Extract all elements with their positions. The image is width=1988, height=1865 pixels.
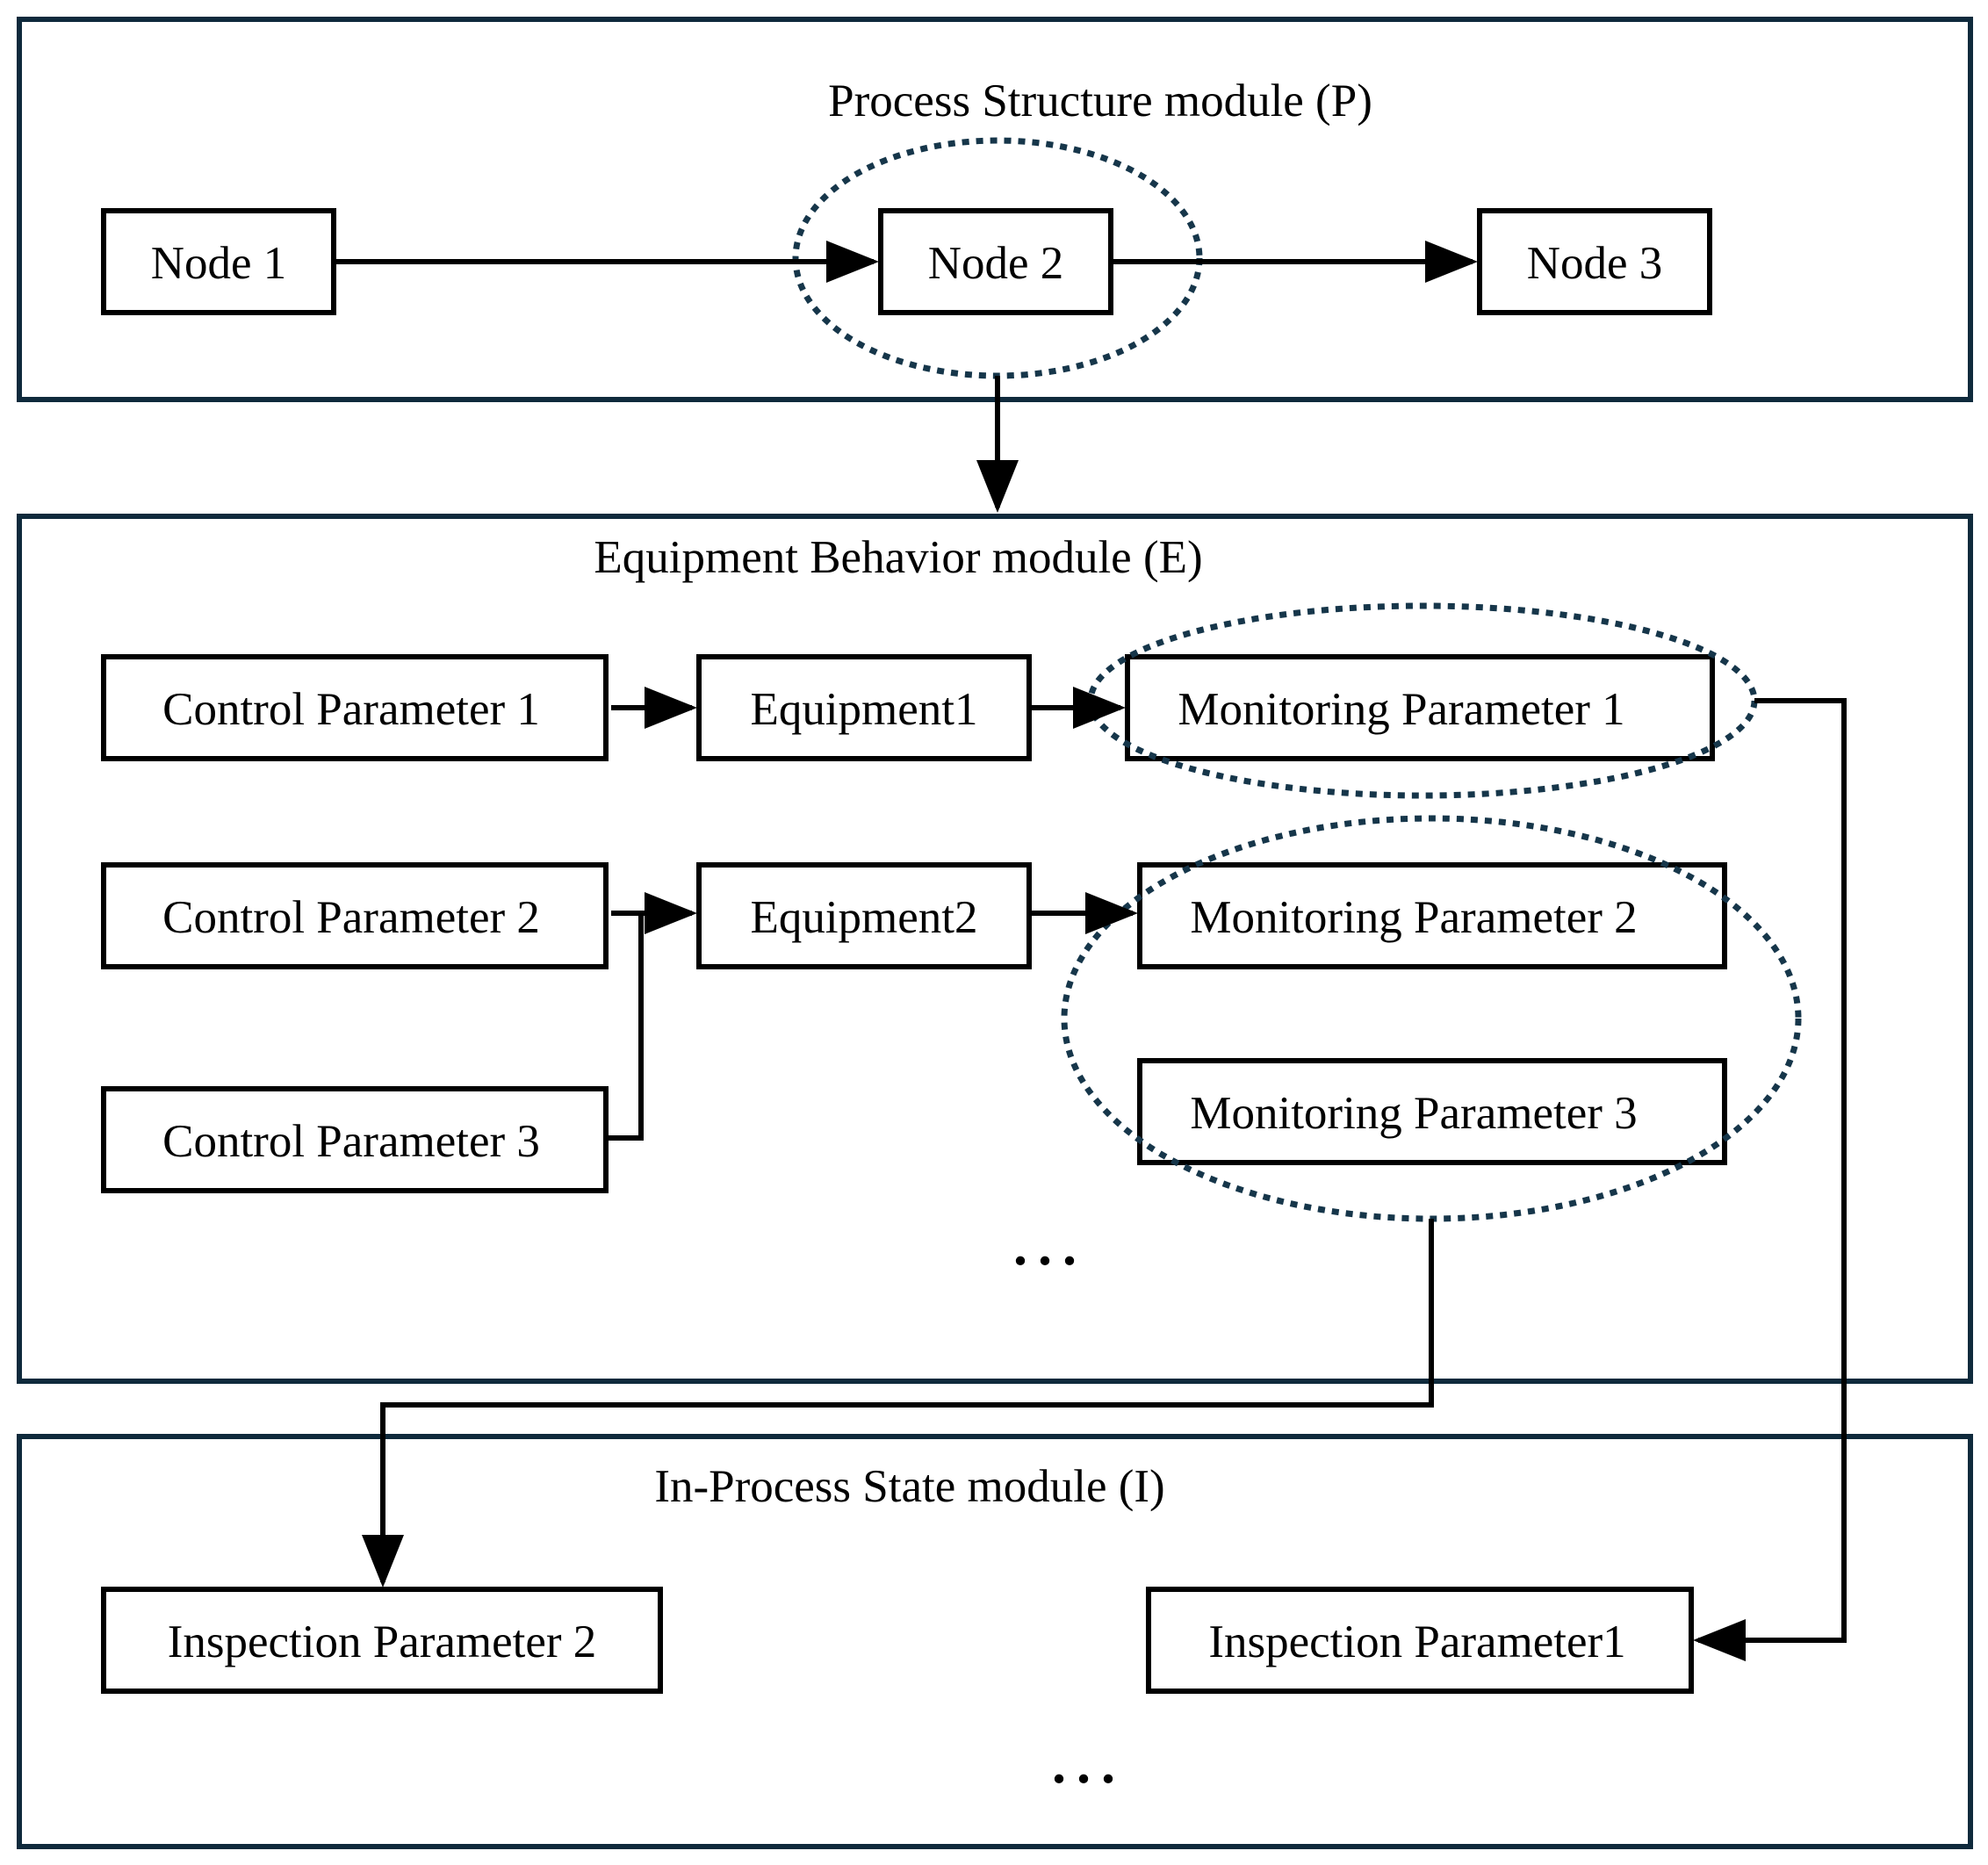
- control-parameter-3-label: Control Parameter 3: [162, 1116, 540, 1167]
- inspection-parameter-1-label: Inspection Parameter1: [1208, 1617, 1625, 1667]
- equipment-more-ellipsis: ...: [1013, 1214, 1087, 1277]
- control-parameter-1-label: Control Parameter 1: [162, 684, 540, 735]
- inprocess-more-ellipsis: ...: [1052, 1732, 1126, 1795]
- monitoring-parameter-2-label: Monitoring Parameter 2: [1190, 892, 1637, 943]
- equipment-1-box[interactable]: Equipment1: [696, 654, 1032, 761]
- monitoring-parameter-3-box[interactable]: Monitoring Parameter 3: [1137, 1058, 1727, 1165]
- monitoring-parameter-2-box[interactable]: Monitoring Parameter 2: [1137, 862, 1727, 969]
- monitoring-parameter-1-box[interactable]: Monitoring Parameter 1: [1125, 654, 1715, 761]
- node-2-box[interactable]: Node 2: [878, 208, 1113, 315]
- node-3-label: Node 3: [1527, 238, 1663, 289]
- control-parameter-2-label: Control Parameter 2: [162, 892, 540, 943]
- equipment-module-title: Equipment Behavior module (E): [594, 532, 1202, 583]
- monitoring-parameter-1-label: Monitoring Parameter 1: [1178, 684, 1624, 735]
- inprocess-module-title: In-Process State module (I): [654, 1461, 1164, 1512]
- node-3-box[interactable]: Node 3: [1477, 208, 1712, 315]
- control-parameter-2-box[interactable]: Control Parameter 2: [101, 862, 609, 969]
- control-parameter-1-box[interactable]: Control Parameter 1: [101, 654, 609, 761]
- node-1-label: Node 1: [151, 238, 287, 289]
- arrow-monitoring1-to-inspection1: [1693, 698, 1847, 1661]
- inspection-parameter-2-box[interactable]: Inspection Parameter 2: [101, 1587, 663, 1694]
- equipment-module-frame: [17, 514, 1973, 1384]
- in-process-state-module: In-Process State module (I) Inspection P…: [17, 1434, 1973, 1849]
- equipment-2-box[interactable]: Equipment2: [696, 862, 1032, 969]
- monitoring-parameter-3-label: Monitoring Parameter 3: [1190, 1088, 1637, 1139]
- control-parameter-3-box[interactable]: Control Parameter 3: [101, 1086, 609, 1193]
- node-2-label: Node 2: [928, 238, 1064, 289]
- node-1-box[interactable]: Node 1: [101, 208, 336, 315]
- process-structure-module: Process Structure module (P) Node 1 Node…: [17, 17, 1973, 402]
- inspection-parameter-1-box[interactable]: Inspection Parameter1: [1146, 1587, 1694, 1694]
- inprocess-module-frame: [17, 1434, 1973, 1849]
- equipment-behavior-module: Equipment Behavior module (E) Control Pa…: [17, 514, 1973, 1384]
- equipment-1-label: Equipment1: [750, 684, 977, 735]
- process-module-title: Process Structure module (P): [828, 76, 1372, 126]
- arrow-monitoring23-to-inspection2: [362, 1219, 1434, 1588]
- connector-control3-to-equipment2: [606, 913, 644, 1141]
- inspection-parameter-2-label: Inspection Parameter 2: [168, 1617, 597, 1667]
- equipment-2-label: Equipment2: [750, 892, 977, 943]
